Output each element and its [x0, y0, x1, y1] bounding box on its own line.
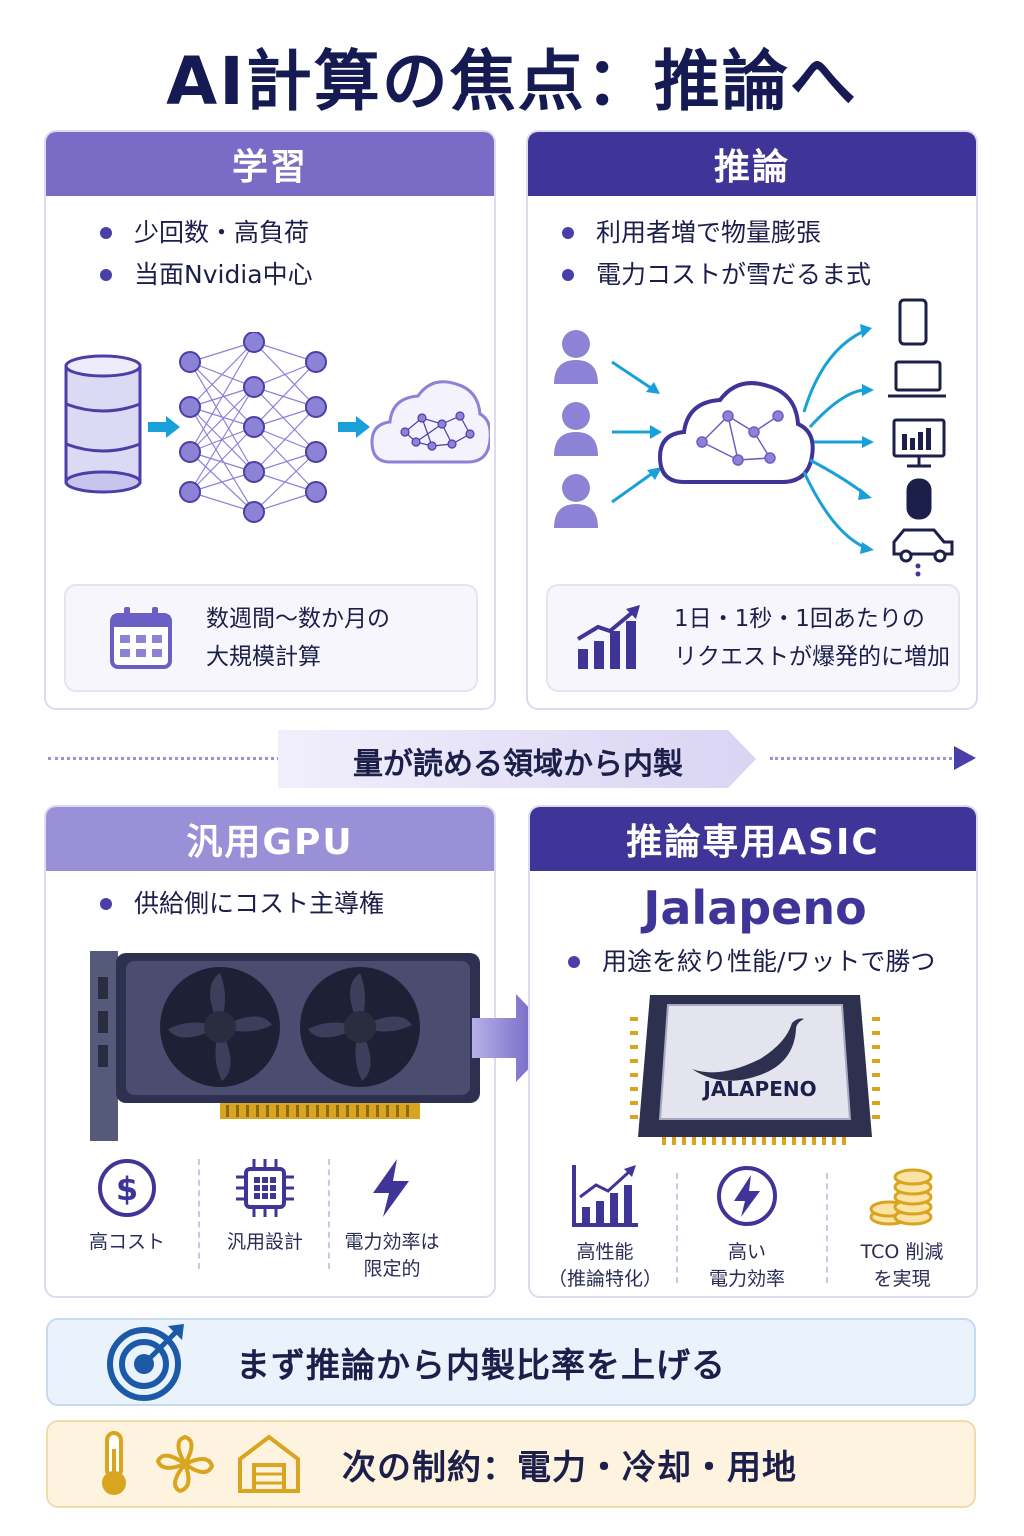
gpu-feature-label: 汎用設計	[226, 1231, 303, 1253]
divider	[328, 1159, 330, 1269]
gpu-bullet: 供給側にコスト主導権	[100, 883, 384, 925]
transition-arrow-banner	[278, 730, 756, 788]
inference-info-line: 1日・1秒・1回あたりの	[674, 606, 925, 632]
divider	[676, 1173, 678, 1283]
training-bullets: 少回数・高負荷 当面Nvidia中心	[100, 212, 313, 296]
inference-info-box: 1日・1秒・1回あたりの リクエストが爆発的に増加	[546, 584, 960, 692]
asic-feature-efficiency: 高い 電力効率	[682, 1163, 812, 1293]
gpu-feature-label: 電力効率は 限定的	[344, 1231, 440, 1280]
transition-line-right	[770, 757, 958, 760]
asic-chip-icon	[630, 995, 880, 1145]
asic-product-name: Jalapeno	[643, 881, 867, 935]
asic-bullets: 用途を絞り性能/ワットで勝つ	[568, 941, 935, 983]
chili-pepper-icon	[692, 1018, 804, 1081]
training-bullet: 当面Nvidia中心	[100, 254, 313, 296]
gpu-panel: 汎用GPU 供給側にコスト主導権 $ 高コスト 汎用設計 電力効率は 限定的	[44, 805, 496, 1298]
constraints-text: 次の制約：電力・冷却・用地	[342, 1447, 797, 1488]
arrow-right-icon	[954, 746, 976, 770]
training-bullet: 少回数・高負荷	[100, 212, 313, 254]
gpu-feature-general: 汎用設計	[204, 1157, 326, 1256]
divider	[826, 1173, 828, 1283]
database-icon	[64, 354, 142, 494]
inference-bullet: 電力コストが雪だるま式	[562, 254, 871, 296]
asic-feature-label: 高性能 （推論特化）	[547, 1241, 662, 1290]
gpu-feature-label: 高コスト	[88, 1231, 165, 1253]
asic-header: 推論専用ASIC	[530, 807, 976, 871]
training-info-line: 数週間〜数か月の	[206, 606, 390, 632]
inference-diagram	[554, 298, 954, 577]
growth-chart-icon	[572, 1165, 638, 1227]
cloud-brain-icon	[370, 380, 490, 464]
inference-info-line: リクエストが爆発的に増加	[674, 644, 950, 670]
divider	[198, 1159, 200, 1269]
target-icon	[107, 1324, 184, 1401]
growth-chart-icon	[576, 605, 640, 669]
transition-label: 量が読める領域から内製	[353, 747, 683, 782]
asic-bullet: 用途を絞り性能/ワットで勝つ	[568, 941, 935, 983]
inference-panel: 推論 利用者増で物量膨張 電力コストが雪だるま式	[526, 130, 978, 710]
asic-feature-tco: TCO 削減 を実現	[832, 1163, 972, 1293]
inference-bullet: 利用者増で物量膨張	[562, 212, 871, 254]
coins-icon	[869, 1168, 933, 1226]
lightning-circle-icon	[717, 1166, 777, 1226]
warehouse-icon	[238, 1434, 300, 1493]
chip-icon	[236, 1159, 294, 1217]
chip-label: JALAPENO	[703, 1077, 817, 1101]
inference-header: 推論	[528, 132, 976, 196]
page-title: AI計算の焦点：推論へ	[166, 43, 858, 120]
training-info-box: 数週間〜数か月の 大規模計算	[64, 584, 478, 692]
asic-feature-label: 高い 電力効率	[708, 1241, 785, 1290]
calendar-icon	[110, 607, 172, 669]
gpu-bullets: 供給側にコスト主導権	[100, 883, 384, 925]
neural-network-icon	[189, 341, 317, 513]
lightning-icon	[373, 1159, 409, 1217]
training-panel: 学習 少回数・高負荷 当面Nvidia中心	[44, 130, 496, 710]
action-text: まず推論から内製比率を上げる	[236, 1345, 726, 1386]
constraints-banner: 次の制約：電力・冷却・用地	[46, 1420, 976, 1508]
device-icons	[888, 298, 954, 563]
inference-bullets: 利用者増で物量膨張 電力コストが雪だるま式	[562, 212, 871, 296]
transition-line-left	[48, 757, 280, 760]
training-header: 学習	[46, 132, 494, 196]
arrow-icon	[148, 416, 180, 438]
gpu-header: 汎用GPU	[46, 807, 494, 871]
arrow-icon	[338, 416, 370, 438]
asic-feature-performance: 高性能 （推論特化）	[540, 1163, 670, 1293]
gpu-card-icon	[90, 951, 480, 1141]
fan-icon	[155, 1434, 215, 1494]
action-banner: まず推論から内製比率を上げる	[46, 1318, 976, 1406]
user-icon	[554, 330, 598, 528]
training-diagram	[64, 332, 490, 523]
cloud-network-icon	[657, 381, 815, 484]
asic-panel: 推論専用ASIC Jalapeno 用途を絞り性能/ワットで勝つ JALAPEN…	[528, 805, 978, 1298]
svg-text:$: $	[116, 1170, 138, 1208]
gpu-feature-cost: $ 高コスト	[66, 1157, 188, 1256]
thermometer-icon	[102, 1431, 126, 1495]
gpu-feature-power: 電力効率は 限定的	[332, 1157, 452, 1283]
asic-feature-label: TCO 削減 を実現	[860, 1241, 944, 1290]
training-info-line: 大規模計算	[206, 644, 321, 670]
dollar-icon: $	[98, 1159, 156, 1217]
